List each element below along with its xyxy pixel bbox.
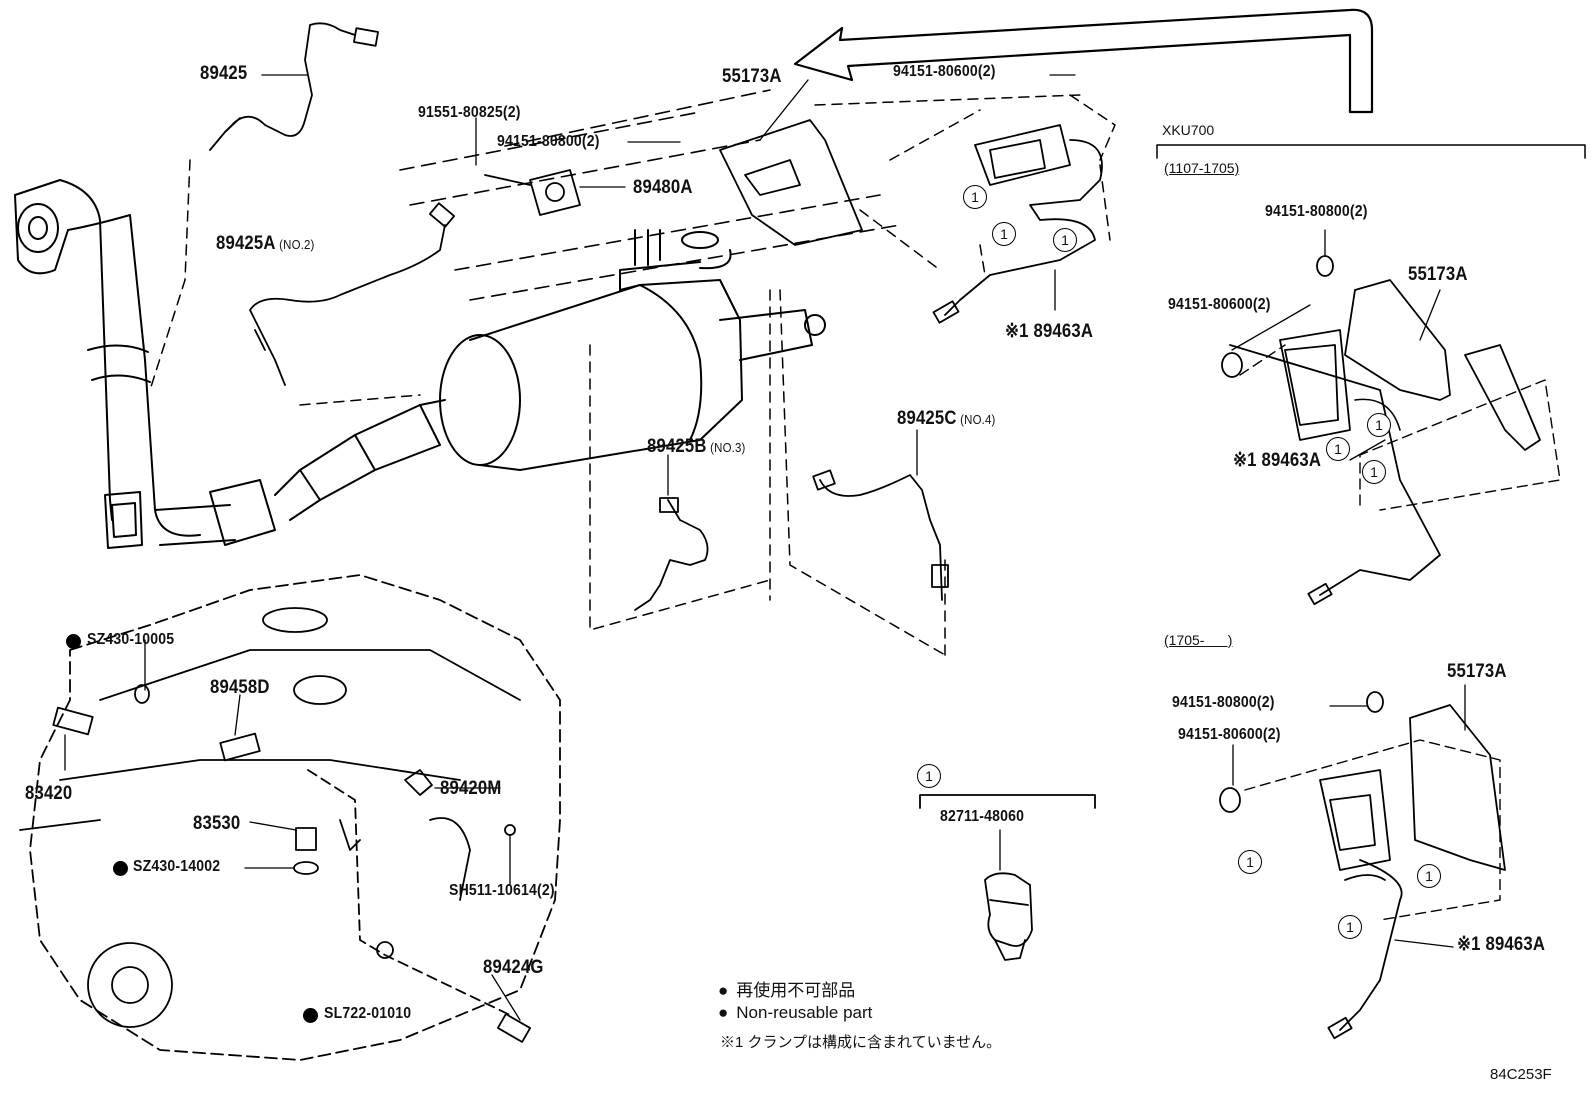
clamp-ref-marker: 1 — [1417, 864, 1441, 888]
sensor-89458D — [219, 732, 261, 762]
sensor-89425 — [209, 22, 379, 151]
clamp-ref-marker: 1 — [1362, 460, 1386, 484]
clamp-ref-marker: 1 — [1238, 850, 1262, 874]
non-reusable-marker — [303, 1008, 318, 1023]
sensor-89480A — [484, 169, 581, 216]
label-r2-94151-80600: 94151-80600(2) — [1178, 726, 1281, 743]
non-reusable-marker — [113, 861, 128, 876]
label-89458D: 89458D — [210, 677, 270, 698]
label-SL722-01010: SL722-01010 — [324, 1005, 412, 1022]
right-upper-assembly — [1221, 255, 1561, 606]
catalytic-converter — [439, 229, 826, 471]
gasket-SZ430-14002 — [293, 861, 319, 875]
label-83420: 83420 — [25, 783, 73, 804]
legend-nonreusable-en: Non-reusable part — [718, 1003, 872, 1023]
bracket-55173A — [719, 119, 863, 246]
clamp-ref-marker: 1 — [992, 222, 1016, 246]
label-r2-89463A: ※1 89463A — [1457, 934, 1546, 955]
label-55173A: 55173A — [722, 66, 782, 87]
clamp-ref-marker: 1 — [1367, 413, 1391, 437]
label-83530: 83530 — [193, 813, 241, 834]
label-r1-94151-80800: 94151-80800(2) — [1265, 203, 1368, 220]
label-89425B: 89425B(NO.3) — [647, 436, 746, 457]
direction-arrow — [793, 8, 1374, 114]
right-lower-assembly — [1219, 691, 1506, 1040]
label-SH511-10614: SH511-10614(2) — [449, 882, 555, 899]
right-panel-leaders — [1231, 229, 1466, 948]
engine-block — [19, 574, 561, 1061]
label-r1-89463A: ※1 89463A — [1233, 450, 1322, 471]
label-89463A-top: ※1 89463A — [1005, 321, 1094, 342]
legend-clamp-note: ※1 クランプは構成に含まれていません。 — [720, 1034, 1002, 1051]
sensor-83420 — [52, 706, 94, 736]
sensor-89420M — [404, 769, 433, 796]
clamp-82711 — [919, 794, 1096, 961]
leader-lines — [149, 94, 1116, 656]
clamp-ref-marker: 1 — [1338, 915, 1362, 939]
label-r1-55173A: 55173A — [1408, 264, 1468, 285]
label-r2-55173A: 55173A — [1447, 661, 1507, 682]
date-range-1: (1107-1705) — [1164, 160, 1240, 176]
sensor-89424G — [496, 1013, 532, 1043]
label-r1-94151-80600: 94151-80600(2) — [1168, 296, 1271, 313]
exhaust-pipe — [14, 179, 446, 549]
label-r2-94151-80800: 94151-80800(2) — [1172, 694, 1275, 711]
label-89425A: 89425A(NO.2) — [216, 233, 315, 254]
diagram-code: 84C253F — [1490, 1066, 1552, 1083]
label-89425: 89425 — [200, 63, 248, 84]
label-SZ430-10005: SZ430-10005 — [87, 631, 175, 648]
legend-nonreusable-jp: 再使用不可部品 — [718, 976, 855, 1001]
label-SZ430-14002: SZ430-14002 — [133, 858, 221, 875]
non-reusable-marker — [66, 634, 81, 649]
sensor-89425B — [634, 497, 709, 611]
label-94151-80800: 94151-80800(2) — [497, 133, 600, 150]
label-82711-48060: 82711-48060 — [940, 808, 1025, 825]
clamp-ref-marker: 1 — [917, 764, 941, 788]
clamp-ref-marker: 1 — [1053, 228, 1077, 252]
nox-sensor-module-top — [932, 124, 1103, 324]
right-panel-frame — [1156, 144, 1586, 159]
sensor-83530 — [295, 827, 317, 851]
model-code: XKU700 — [1162, 122, 1215, 138]
bolt-SH511 — [504, 824, 516, 836]
date-range-2: (1705- ) — [1164, 632, 1233, 648]
gasket-SZ430-10005 — [134, 684, 150, 704]
clamp-ref-marker: 1 — [1326, 437, 1350, 461]
label-89480A: 89480A — [633, 177, 693, 198]
label-89425C: 89425C(NO.4) — [897, 408, 996, 429]
clamp-ref-marker: 1 — [963, 185, 987, 209]
label-94151-80600: 94151-80600(2) — [893, 63, 996, 80]
sensor-89425A — [249, 202, 456, 386]
label-leaders — [64, 74, 1076, 1021]
engine-sensors — [52, 684, 532, 1043]
label-89424G: 89424G — [483, 957, 544, 978]
label-91551-80825: 91551-80825(2) — [418, 104, 521, 121]
label-89420M: 89420M — [440, 778, 502, 799]
sensor-89425C — [812, 469, 949, 601]
